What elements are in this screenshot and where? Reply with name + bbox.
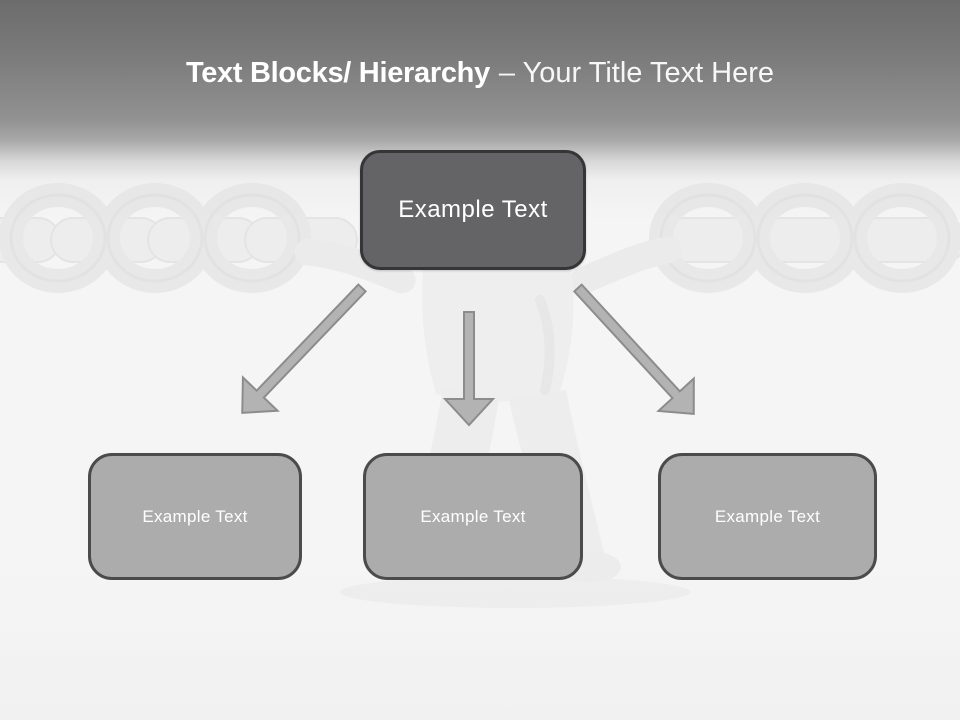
child-text-box-3-label: Example Text: [714, 506, 821, 526]
arrow-down-left: [241, 283, 368, 414]
slide-title-bold: Text Blocks/ Hierarchy: [185, 57, 490, 89]
floor-shadow: [340, 576, 690, 608]
root-text-box-label: Example Text: [398, 196, 548, 223]
chain-right-art: [649, 183, 960, 293]
child-text-box-2-label: Example Text: [420, 506, 526, 526]
arrow-down: [442, 311, 496, 427]
arrow-down-right: [572, 283, 695, 415]
child-text-box-2[interactable]: Example Text: [363, 453, 583, 580]
child-text-box-1-label: Example Text: [142, 506, 248, 526]
slide-title-regular: – Your Title Text Here: [498, 57, 775, 89]
slide-title[interactable]: Text Blocks/ Hierarchy– Your Title Text …: [0, 54, 960, 92]
child-text-box-3[interactable]: Example Text: [658, 453, 877, 580]
child-text-box-1[interactable]: Example Text: [88, 453, 302, 580]
connector-arrows: [241, 283, 695, 427]
chain-left-art: [0, 183, 358, 293]
root-text-box[interactable]: Example Text: [360, 150, 586, 270]
